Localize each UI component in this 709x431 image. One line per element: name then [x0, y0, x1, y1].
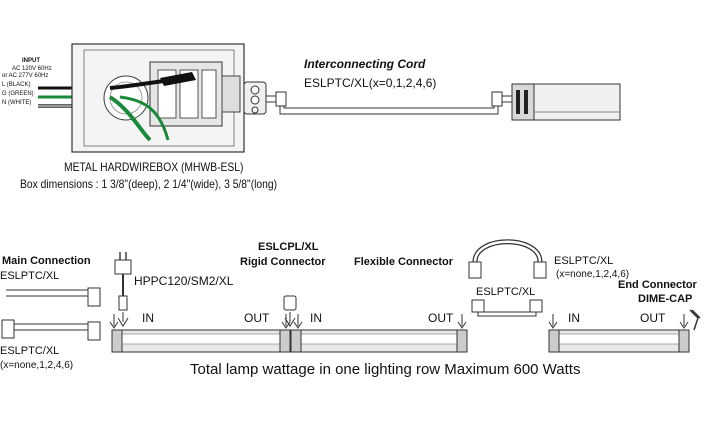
- flexible-connector-drawing: [468, 239, 547, 279]
- lamp-3-in-label: IN: [568, 311, 580, 325]
- hardwirebox-dimensions: Box dimensions : 1 3/8"(deep), 2 1/4"(wi…: [20, 177, 278, 191]
- wire-label-n: N (WHITE): [2, 100, 32, 106]
- input-voltage-1: AC 120V 60Hz: [12, 66, 52, 72]
- lamp-1-in-label: IN: [142, 311, 154, 325]
- interconnecting-cord-model: ESLPTC/XL(x=0,1,2,4,6): [304, 77, 436, 89]
- interconnecting-cord-drawing: [266, 91, 512, 115]
- end-connector-title: End Connector: [618, 279, 697, 291]
- lamp-2-in-label: IN: [310, 311, 322, 325]
- end-connector-model: DIME-CAP: [638, 293, 693, 305]
- lamp-1-out-label: OUT: [244, 311, 270, 325]
- cord-model: ESLPTC/XL: [304, 76, 369, 90]
- flexible-connector-model-right: ESLPTC/XL: [554, 255, 614, 267]
- box-connector-stub: [243, 81, 267, 115]
- input-voltage-2: or AC 277V 60Hz: [2, 73, 49, 79]
- cord-options: (x=0,1,2,4,6): [368, 76, 437, 90]
- wire-label-l: L (BLACK): [2, 82, 31, 88]
- main-connection-model-bottom: ESLPTC/XL: [0, 345, 60, 357]
- lamp-3-out-label: OUT: [640, 311, 666, 325]
- lamp-3: [548, 329, 690, 353]
- lamp-end-piece: [511, 83, 621, 121]
- rigid-connector-model: ESLCPL/XL: [258, 241, 319, 253]
- input-title: INPUT: [22, 58, 40, 64]
- lamp-1: [111, 329, 291, 353]
- flexible-connector-options: (x=none,1,2,4,6): [556, 269, 630, 280]
- in-out-arrows: [109, 314, 689, 329]
- main-connection-title: Main Connection: [2, 255, 91, 267]
- lamp-2-out-label: OUT: [428, 311, 454, 325]
- end-cap-drawing: [689, 309, 701, 331]
- eslptc-cord-drawing: [471, 299, 543, 317]
- wire-label-g: G (GREEN): [2, 91, 34, 97]
- interconnecting-cord-title: Interconnecting Cord: [304, 57, 426, 71]
- footer-note: Total lamp wattage in one lighting row M…: [190, 361, 581, 378]
- main-connection-options: (x=none,1,2,4,6): [0, 360, 74, 371]
- plug-drawing: [114, 252, 132, 327]
- hardwirebox-title: METAL HARDWIREBOX (MHWB-ESL): [64, 160, 244, 174]
- plug-model: HPPC120/SM2/XL: [134, 274, 234, 288]
- metal-hardwirebox: [71, 43, 245, 153]
- eslptc-cord-model: ESLPTC/XL: [476, 286, 536, 298]
- rigid-connector-title: Rigid Connector: [240, 256, 326, 268]
- rigid-connector-drawing: [283, 295, 297, 327]
- lamp-2: [290, 329, 468, 353]
- flexible-connector-title: Flexible Connector: [354, 256, 454, 268]
- main-connection-model-top: ESLPTC/XL: [0, 270, 60, 282]
- main-connection-cords: [1, 287, 101, 341]
